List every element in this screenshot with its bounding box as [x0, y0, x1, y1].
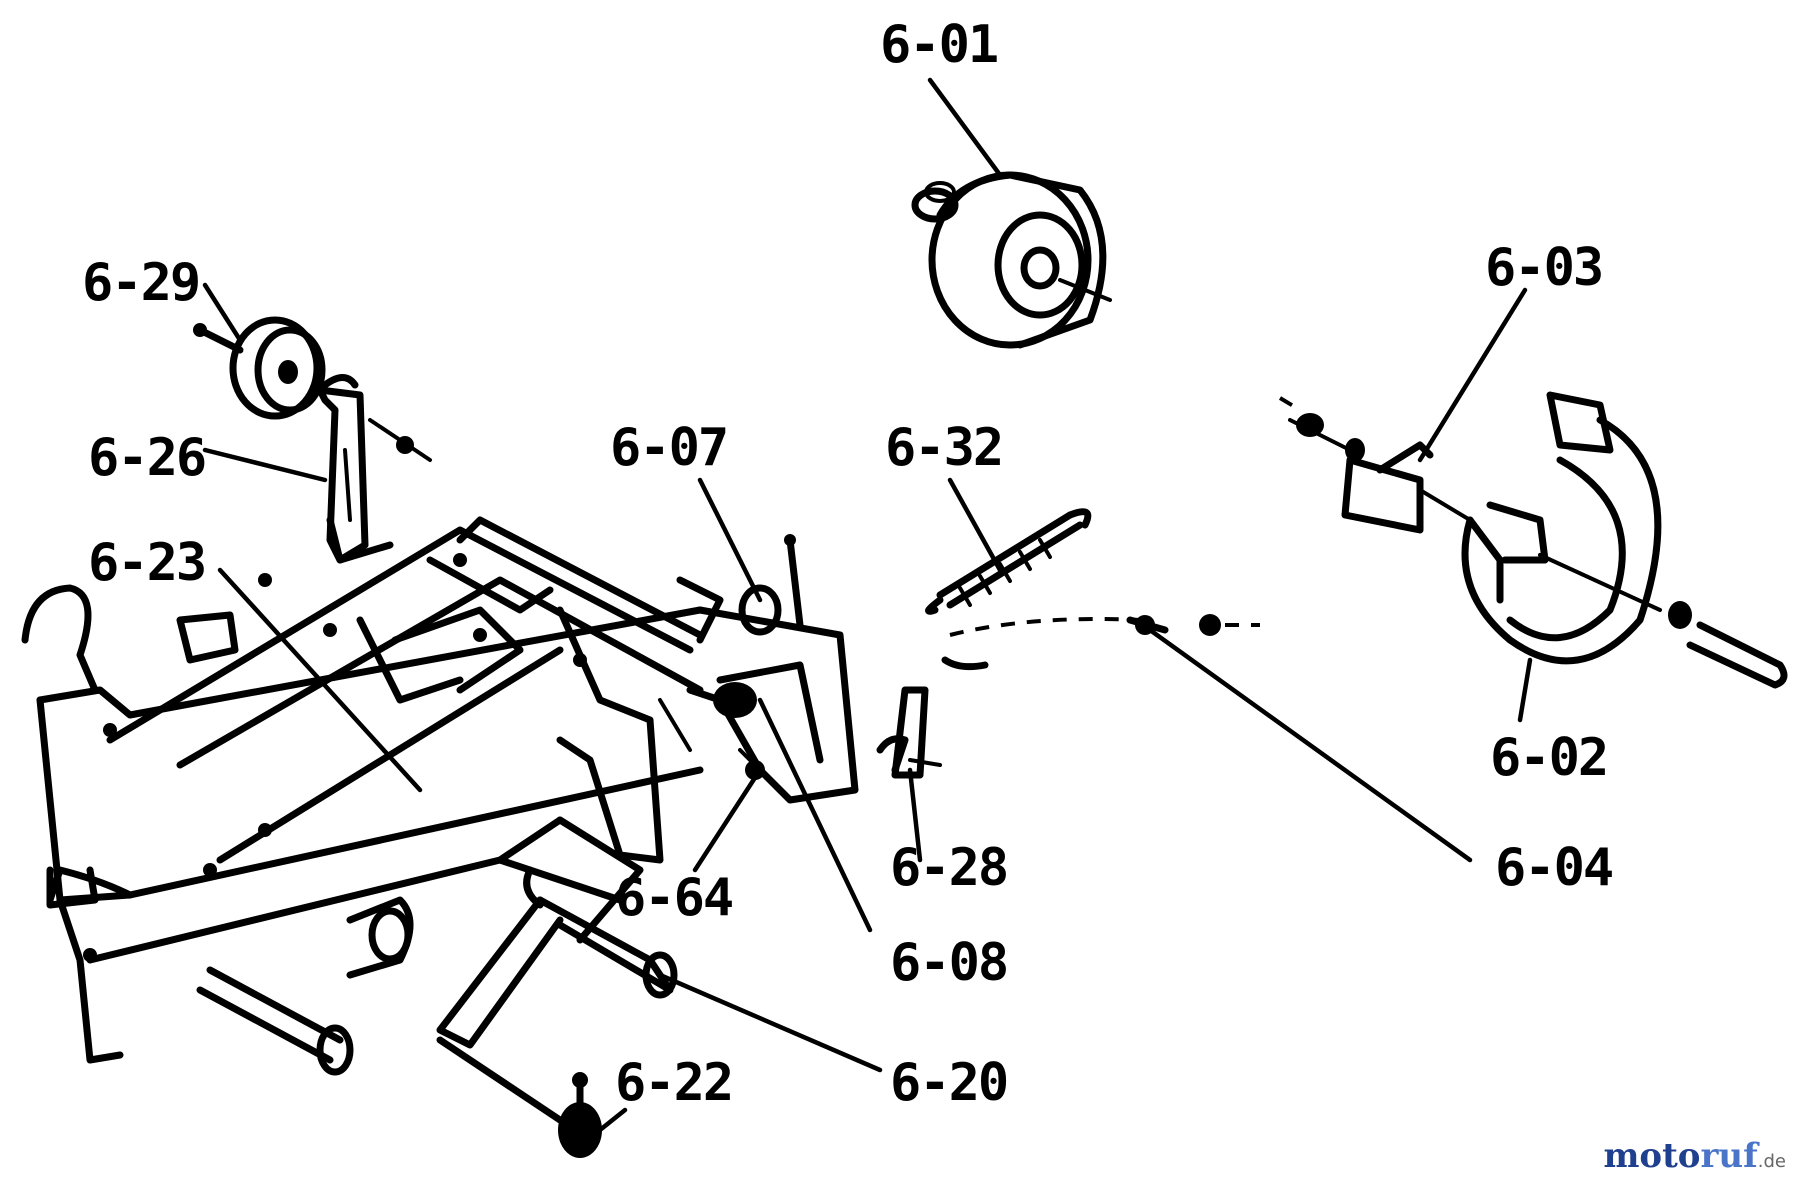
label-6-08: 6-08	[890, 933, 1007, 993]
label-6-04: 6-04	[1495, 838, 1612, 898]
label-6-01: 6-01	[880, 15, 997, 75]
label-6-28: 6-28	[890, 838, 1007, 898]
label-6-22: 6-22	[615, 1053, 732, 1113]
rod-6-04	[941, 614, 1260, 671]
label-6-03: 6-03	[1485, 238, 1602, 298]
label-6-32: 6-32	[885, 418, 1002, 478]
part-labels: 6-01 6-03 6-29 6-26 6-07 6-32 6-23 6-02 …	[82, 15, 1614, 1113]
watermark-tld: .de	[1757, 1151, 1786, 1172]
label-6-07: 6-07	[610, 418, 727, 478]
brake-band-6-02	[1418, 391, 1788, 689]
watermark-part-b: ruf	[1700, 1136, 1758, 1176]
clevis-6-03	[1278, 396, 1434, 534]
label-6-20: 6-20	[890, 1053, 1007, 1113]
label-6-64: 6-64	[615, 868, 732, 928]
leader-lines	[202, 77, 1533, 1133]
pulley-6-01	[911, 171, 1112, 349]
link-6-28	[876, 686, 942, 779]
bracket-6-26	[316, 374, 432, 564]
label-6-23: 6-23	[88, 533, 205, 593]
label-6-29: 6-29	[82, 253, 199, 313]
pulley-6-29	[193, 316, 326, 420]
bracket-6-08	[658, 534, 859, 804]
lever-6-22	[196, 816, 644, 1158]
label-6-26: 6-26	[88, 428, 205, 488]
watermark-part-a: moto	[1603, 1136, 1701, 1176]
label-6-02: 6-02	[1490, 728, 1607, 788]
frame-6-23	[21, 516, 704, 1064]
spring-6-32	[925, 508, 1092, 615]
watermark-logo: motoruf.de	[1603, 1136, 1786, 1176]
